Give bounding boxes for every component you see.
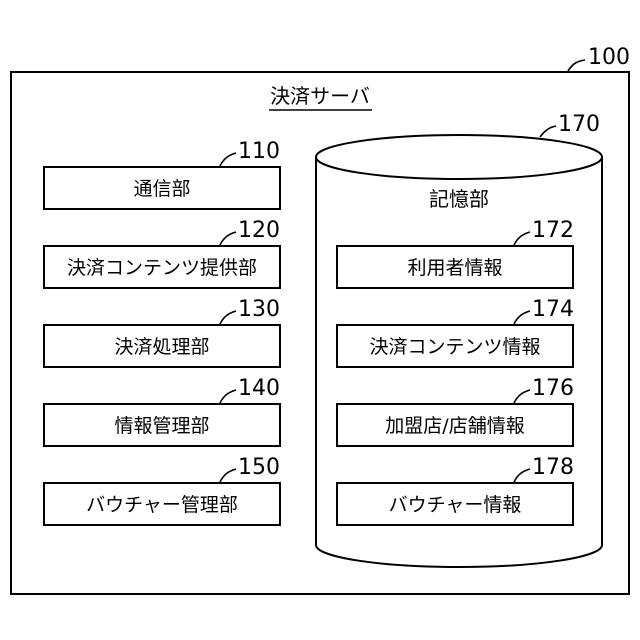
module-130: 決済処理部 130 xyxy=(44,297,280,367)
server-ref: 100 xyxy=(588,45,630,70)
storage-item-label: 決済コンテンツ情報 xyxy=(369,336,540,358)
module-ref-leader xyxy=(220,469,236,482)
storage-item-label: 利用者情報 xyxy=(407,257,502,279)
storage-title: 記憶部 xyxy=(429,187,489,211)
module-110: 通信部 110 xyxy=(44,139,280,209)
module-label: 決済処理部 xyxy=(114,336,209,358)
storage-item-label: 加盟店/店舗情報 xyxy=(385,415,524,437)
module-ref: 130 xyxy=(238,297,280,322)
module-ref: 120 xyxy=(238,218,280,243)
storage-ref: 170 xyxy=(558,112,600,137)
module-140: 情報管理部 140 xyxy=(44,376,280,446)
module-label: 情報管理部 xyxy=(114,415,209,437)
module-ref: 150 xyxy=(238,455,280,480)
storage-item-ref: 176 xyxy=(532,376,574,401)
module-ref-leader xyxy=(220,232,236,245)
module-ref-leader xyxy=(220,311,236,324)
module-150: バウチャー管理部 150 xyxy=(44,455,280,525)
module-ref: 110 xyxy=(238,139,280,164)
server-ref-leader xyxy=(568,60,585,71)
storage-item-label: バウチャー情報 xyxy=(389,494,522,516)
module-ref-leader xyxy=(220,153,236,166)
module-ref: 140 xyxy=(238,376,280,401)
storage-top xyxy=(316,135,602,179)
storage-ref-leader xyxy=(540,126,556,137)
module-ref-leader xyxy=(220,390,236,403)
storage-item-ref: 174 xyxy=(532,297,574,322)
module-label: 通信部 xyxy=(133,178,190,200)
storage-item-ref: 172 xyxy=(532,218,574,243)
module-label: 決済コンテンツ提供部 xyxy=(67,257,257,279)
storage-item-ref: 178 xyxy=(532,455,574,480)
module-120: 決済コンテンツ提供部 120 xyxy=(44,218,280,288)
module-label: バウチャー管理部 xyxy=(86,494,238,516)
server-title: 決済サーバ xyxy=(270,84,370,108)
